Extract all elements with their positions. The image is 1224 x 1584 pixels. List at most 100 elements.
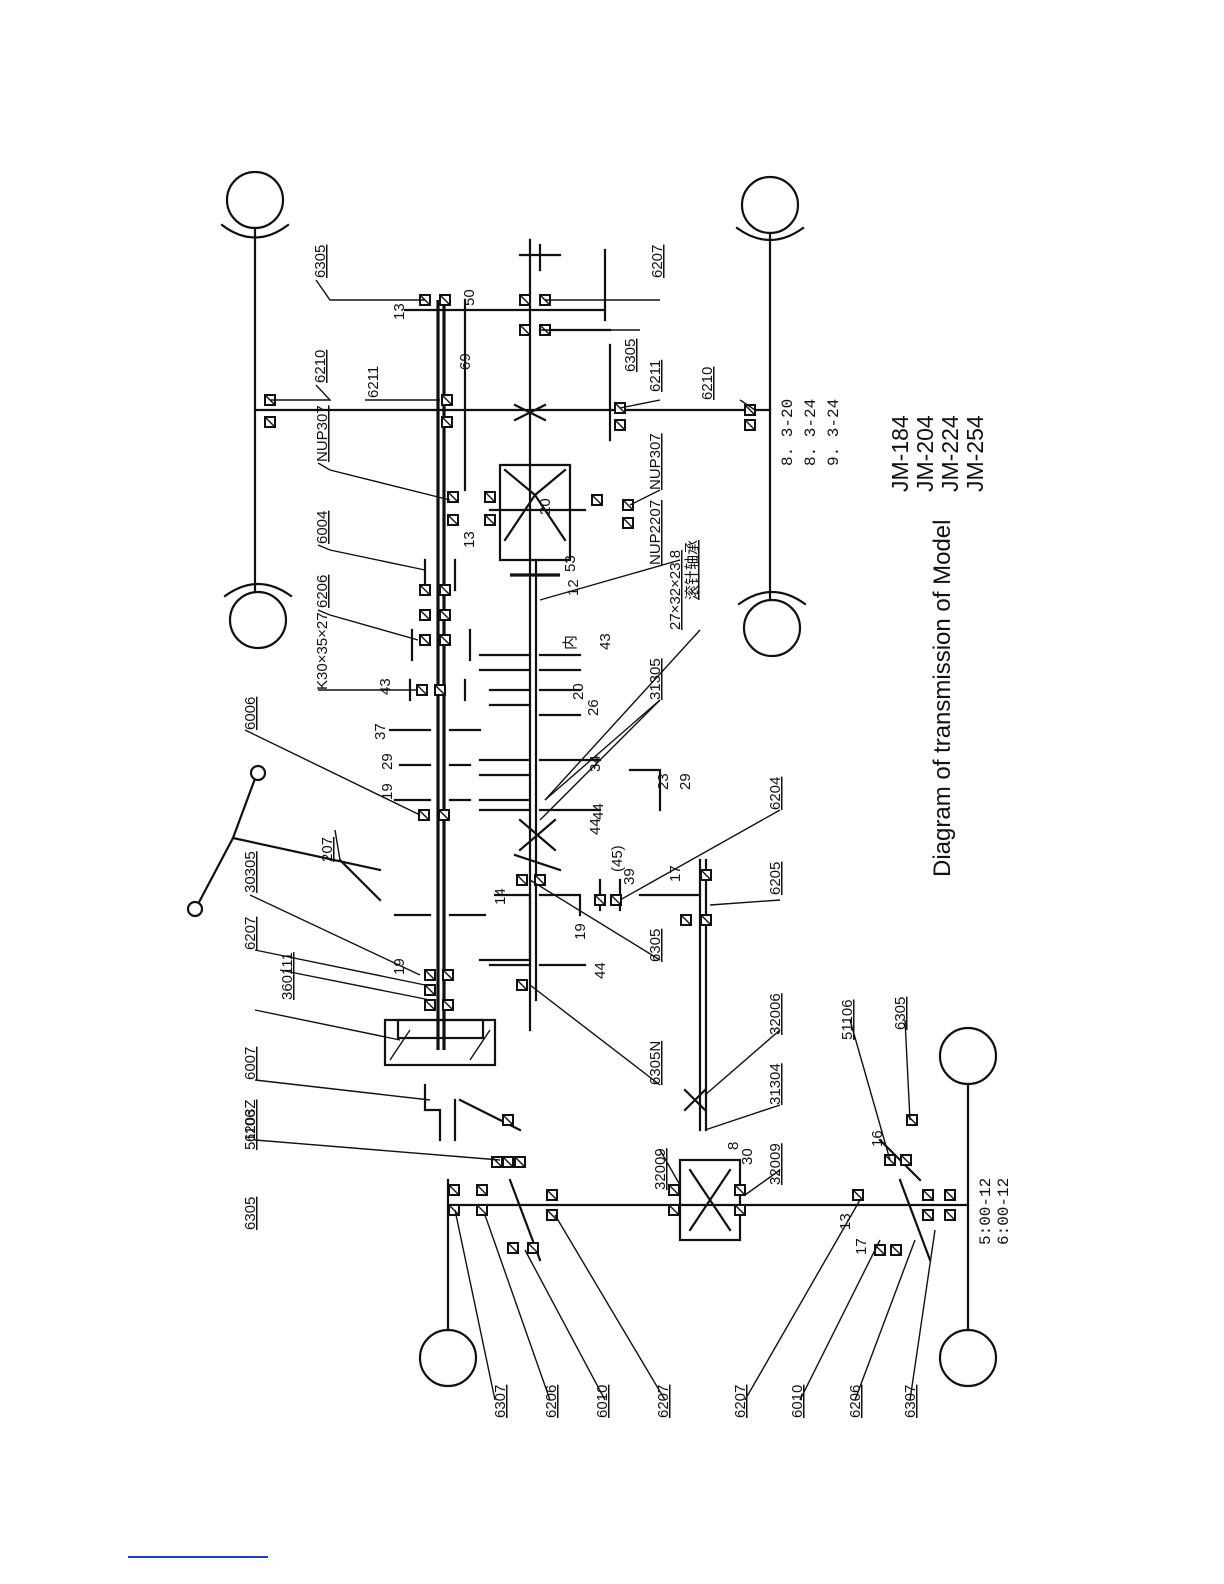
front-tire-size-1: 5:00-12 bbox=[977, 1178, 995, 1245]
footer-rule bbox=[128, 1556, 268, 1558]
bearing-label-lr-13: 32006 bbox=[767, 993, 784, 1035]
steering-rod bbox=[231, 836, 382, 872]
steering-gear bbox=[338, 858, 382, 902]
rear-wheel-mid-right bbox=[742, 598, 802, 658]
gear-29b bbox=[478, 798, 532, 812]
bearing-label-bottom-2: 6010 bbox=[594, 1385, 611, 1418]
bearing-label-lr-9: 6204 bbox=[767, 777, 784, 810]
bearing-marks bbox=[264, 294, 956, 1256]
leader-lines bbox=[244, 279, 936, 1401]
bearing-label-lr-1: 6305 bbox=[622, 339, 639, 372]
gear-teeth-14: 19 bbox=[379, 783, 396, 800]
rear-differential bbox=[488, 403, 587, 577]
bearing-mark-diagonal bbox=[516, 874, 528, 886]
bearing-label-lr-4: NUP307 bbox=[647, 433, 664, 490]
gear-teeth-15: 44 bbox=[590, 803, 607, 820]
steering-knob-top bbox=[249, 764, 267, 782]
gear-teeth-30: 16 bbox=[869, 1130, 886, 1147]
gear-43b bbox=[478, 653, 532, 672]
right-final-drive bbox=[898, 1178, 932, 1262]
diff-housing bbox=[498, 463, 572, 562]
input-shaft bbox=[423, 1083, 457, 1142]
gear-teeth-10: 34 bbox=[587, 755, 604, 772]
bearing-label-lr-11: 6305 bbox=[647, 929, 664, 962]
model-jm-184: JM-184 bbox=[887, 415, 913, 492]
bearing-mark-diagonal bbox=[502, 1156, 514, 1168]
front-wheel-bottom-left bbox=[418, 1328, 478, 1388]
bearing-mark-diagonal bbox=[534, 874, 546, 886]
bearing-mark-diagonal bbox=[419, 584, 431, 596]
bearing-label-lr-10: 6205 bbox=[767, 862, 784, 895]
axles bbox=[253, 226, 970, 1332]
gear-teeth-29: 17 bbox=[853, 1238, 870, 1255]
hatch-2 bbox=[469, 1029, 491, 1061]
gear-teeth-7: 43 bbox=[597, 633, 614, 650]
bearing-label-bottom-5: 6010 bbox=[789, 1385, 806, 1418]
bearing-mark-diagonal bbox=[594, 894, 606, 906]
bearing-mark-diagonal bbox=[668, 1204, 680, 1216]
gear-teeth-28: 13 bbox=[837, 1213, 854, 1230]
bearing-mark-diagonal bbox=[424, 984, 436, 996]
gear-teeth-24: 44 bbox=[592, 962, 609, 979]
bearing-mark-diagonal bbox=[906, 1114, 918, 1126]
bearing-mark-diagonal bbox=[419, 609, 431, 621]
bearing-mark-diagonal bbox=[447, 514, 459, 526]
bearing-mark-diagonal bbox=[439, 294, 451, 306]
gear-34 bbox=[478, 758, 532, 777]
bearing-mark-diagonal bbox=[519, 324, 531, 336]
bearing-mark-diagonal bbox=[734, 1184, 746, 1196]
gear-teeth-25: 19 bbox=[391, 958, 408, 975]
bearing-mark-diagonal bbox=[419, 634, 431, 646]
model-jm-224: JM-224 bbox=[937, 415, 963, 492]
bearing-mark-diagonal bbox=[516, 979, 528, 991]
gear-teeth-23: 19 bbox=[572, 923, 589, 940]
bearing-label-bottom-0: 6307 bbox=[492, 1385, 509, 1418]
gear-26 bbox=[488, 688, 532, 707]
bearing-label-top-8: 207 bbox=[319, 837, 336, 862]
bearing-mark-diagonal bbox=[546, 1189, 558, 1201]
bearing-label-lr-8: 31305 bbox=[647, 658, 664, 700]
gear-teeth-8: 20 bbox=[570, 683, 587, 700]
bearing-mark-diagonal bbox=[439, 584, 451, 596]
brake-x2 bbox=[513, 403, 547, 422]
bearing-mark-diagonal bbox=[439, 634, 451, 646]
gear-teeth-4: 20 bbox=[537, 498, 554, 515]
rear-tire-size-2: 8. 3-24 bbox=[802, 399, 820, 466]
front-wheel-bottom-right bbox=[938, 1328, 998, 1388]
bearing-label-lr-14: 31304 bbox=[767, 1063, 784, 1105]
bearing-label-top-4: 6004 bbox=[314, 511, 331, 544]
bearing-mark-diagonal bbox=[546, 1209, 558, 1221]
gear-20b bbox=[538, 688, 582, 717]
bearing-mark-diagonal bbox=[264, 416, 276, 428]
bearing-mark-diagonal bbox=[852, 1189, 864, 1201]
front-wheel-upper-right bbox=[938, 1026, 998, 1086]
bearing-label-lr-6: 27×32×23.8 bbox=[667, 550, 684, 630]
rear-wheel-top-left bbox=[225, 170, 285, 230]
bearing-mark-diagonal bbox=[622, 517, 634, 529]
bearing-mark-diagonal bbox=[441, 416, 453, 428]
bearing-label-lr-12: 6305N bbox=[647, 1041, 664, 1085]
coupling-45 bbox=[513, 818, 562, 872]
bearing-mark-diagonal bbox=[922, 1189, 934, 1201]
bearing-label-lr-2: 6211 bbox=[647, 360, 664, 392]
rear-wheel-top-right bbox=[740, 175, 800, 235]
bearing-mark-diagonal bbox=[418, 809, 430, 821]
bearing-mark-diagonal bbox=[514, 1156, 526, 1168]
front-drive bbox=[458, 1088, 932, 1262]
gear-teeth-1: 50 bbox=[461, 289, 478, 306]
bearing-mark-diagonal bbox=[448, 1204, 460, 1216]
rear-wheel-mid-left bbox=[228, 590, 288, 650]
steering-linkage bbox=[186, 764, 382, 918]
bearing-mark-diagonal bbox=[442, 969, 454, 981]
bearing-mark-diagonal bbox=[944, 1209, 956, 1221]
bearing-mark-diagonal bbox=[700, 914, 712, 926]
wheels bbox=[220, 170, 998, 1388]
bearing-label-lr-15: 32009 bbox=[652, 1148, 669, 1190]
front-tire-size-2: 6:00-12 bbox=[995, 1178, 1013, 1245]
bearing-mark-diagonal bbox=[416, 684, 428, 696]
bearing-label-top-2: 6211 bbox=[365, 366, 382, 398]
bearing-label-bottom-3: 6207 bbox=[655, 1385, 672, 1418]
diff-gear-right bbox=[533, 468, 567, 542]
gear-14 bbox=[478, 893, 532, 962]
